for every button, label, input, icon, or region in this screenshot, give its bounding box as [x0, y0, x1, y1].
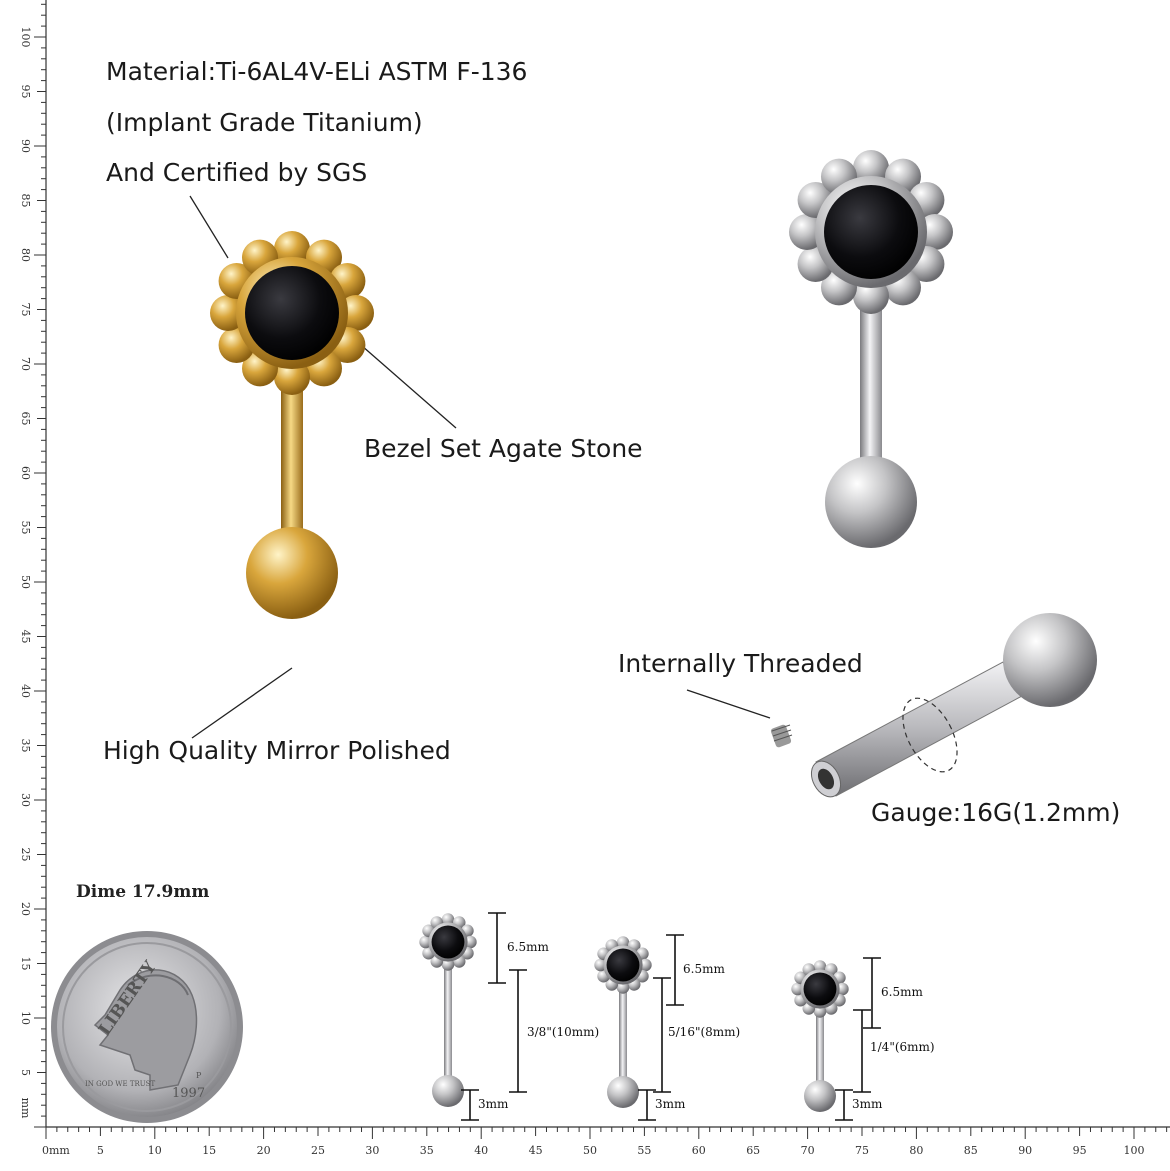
gold-barbell — [210, 231, 374, 619]
mm-ruler: 0mm 5 10 15 20 25 30 35 40 45 50 55 60 65 70 75 80 85 90 95… — [19, 0, 1170, 1157]
ruler-y-tick-label: 45 — [19, 630, 32, 644]
bracket-1-bar — [509, 969, 527, 1093]
ruler-y-tick-label: 10 — [19, 1011, 32, 1025]
size-2-bar: 5/16"(8mm) — [668, 1025, 741, 1039]
ruler-y-tick-label: 35 — [19, 739, 32, 753]
ruler-x-tick-label: 20 — [257, 1144, 271, 1157]
ruler-x-tick-label: 40 — [474, 1144, 488, 1157]
dimension-brackets — [461, 912, 881, 1121]
ruler-x-tick-label: 90 — [1018, 1144, 1032, 1157]
ruler-x-tick-label: 15 — [202, 1144, 216, 1157]
material-label: Material:Ti-6AL4V-ELi ASTM F-136 — [106, 57, 528, 86]
ruler-x-tick-label: 55 — [637, 1144, 651, 1157]
ruler-x-tick-label: 85 — [964, 1144, 978, 1157]
silver-barbell — [789, 150, 953, 548]
ruler-x-tick-label: 25 — [311, 1144, 325, 1157]
mini-2-agate-stone — [606, 948, 640, 982]
ruler-x-start: 0mm — [42, 1144, 70, 1157]
ruler-y-tick-label: 90 — [19, 139, 32, 153]
ruler-y-tick-label: 15 — [19, 957, 32, 971]
ruler-x-tick-label: 5 — [97, 1144, 104, 1157]
ruler-y-tick-label: 25 — [19, 848, 32, 862]
bracket-3-top — [863, 957, 881, 1029]
size-1-ball: 3mm — [478, 1097, 509, 1111]
dime-motto: IN GOD WE TRUST — [85, 1080, 155, 1088]
bracket-2-bar — [653, 977, 671, 1093]
ruler-x-tick-label: 80 — [909, 1144, 923, 1157]
threaded-pin — [770, 724, 793, 748]
ruler-x-tick-label: 45 — [529, 1144, 543, 1157]
size-3-ball: 3mm — [852, 1097, 883, 1111]
gold-bar — [281, 353, 303, 543]
gold-ball — [246, 527, 338, 619]
ruler-y-tick-label: 85 — [19, 194, 32, 208]
size-comparison-pieces — [419, 913, 849, 1112]
ruler-x-tick-label: 75 — [855, 1144, 869, 1157]
thread-label: Internally Threaded — [618, 649, 863, 678]
ruler-y-tick-label: 40 — [19, 684, 32, 698]
dime-coin — [51, 931, 243, 1123]
bracket-2-top — [666, 934, 684, 1006]
mini-barbell-3 — [791, 960, 849, 1112]
dime-year: 1997 — [172, 1086, 205, 1101]
ruler-y-tick-label: 100 — [19, 27, 32, 48]
size-1-bar: 3/8"(10mm) — [527, 1025, 600, 1039]
gold-agate-stone — [245, 266, 339, 360]
ruler-x-tick-label: 65 — [746, 1144, 760, 1157]
size-2-ball: 3mm — [655, 1097, 686, 1111]
ruler-y-tick-label: 60 — [19, 466, 32, 480]
silver-bar — [860, 272, 882, 472]
ruler-y-tick-label: 95 — [19, 85, 32, 99]
ruler-y-tick-label: 50 — [19, 575, 32, 589]
bracket-3-bar — [853, 1009, 871, 1093]
ruler-x-tick-label: 30 — [365, 1144, 379, 1157]
ruler-x-tick-label: 10 — [148, 1144, 162, 1157]
size-3-top: 6.5mm — [881, 985, 923, 999]
silver-agate-stone — [824, 185, 918, 279]
ruler-y-tick-label: 30 — [19, 793, 32, 807]
bracket-1-ball — [461, 1089, 479, 1121]
size-3-bar: 1/4"(6mm) — [870, 1040, 935, 1054]
ruler-y-tick-label: 70 — [19, 357, 32, 371]
bracket-3-ball — [835, 1089, 853, 1121]
mini-3-agate-stone — [803, 972, 837, 1006]
material-grade-label: (Implant Grade Titanium) — [106, 108, 423, 137]
ruler-y-tick-label: 5 — [19, 1069, 32, 1076]
mini-barbell-2 — [594, 936, 652, 1108]
ruler-x-tick-label: 100 — [1124, 1144, 1145, 1157]
mini-barbell-1 — [419, 913, 477, 1107]
certification-label: And Certified by SGS — [106, 158, 368, 187]
ruler-x-tick-label: 60 — [692, 1144, 706, 1157]
stone-label: Bezel Set Agate Stone — [364, 434, 643, 463]
threaded-bar — [770, 613, 1097, 798]
ruler-y-tick-label: 55 — [19, 521, 32, 535]
gauge-label: Gauge:16G(1.2mm) — [871, 798, 1121, 827]
ruler-y-unit: mm — [19, 1098, 32, 1119]
bracket-1-top — [488, 912, 506, 984]
ruler-x-tick-label: 35 — [420, 1144, 434, 1157]
ruler-x-tick-label: 50 — [583, 1144, 597, 1157]
polish-label: High Quality Mirror Polished — [103, 736, 451, 765]
silver-ball — [825, 456, 917, 548]
dime-caption: Dime 17.9mm — [76, 882, 210, 902]
ruler-y-tick-label: 65 — [19, 412, 32, 426]
mini-1-agate-stone — [431, 925, 465, 959]
size-2-top: 6.5mm — [683, 962, 725, 976]
ruler-y-tick-label: 80 — [19, 248, 32, 262]
ruler-x-tick-label: 70 — [801, 1144, 815, 1157]
size-1-top: 6.5mm — [507, 940, 549, 954]
dime-mint: P — [196, 1071, 202, 1080]
ruler-y-tick-label: 20 — [19, 902, 32, 916]
ruler-x-tick-label: 95 — [1073, 1144, 1087, 1157]
bracket-2-ball — [638, 1089, 656, 1121]
ruler-y-tick-label: 75 — [19, 303, 32, 317]
